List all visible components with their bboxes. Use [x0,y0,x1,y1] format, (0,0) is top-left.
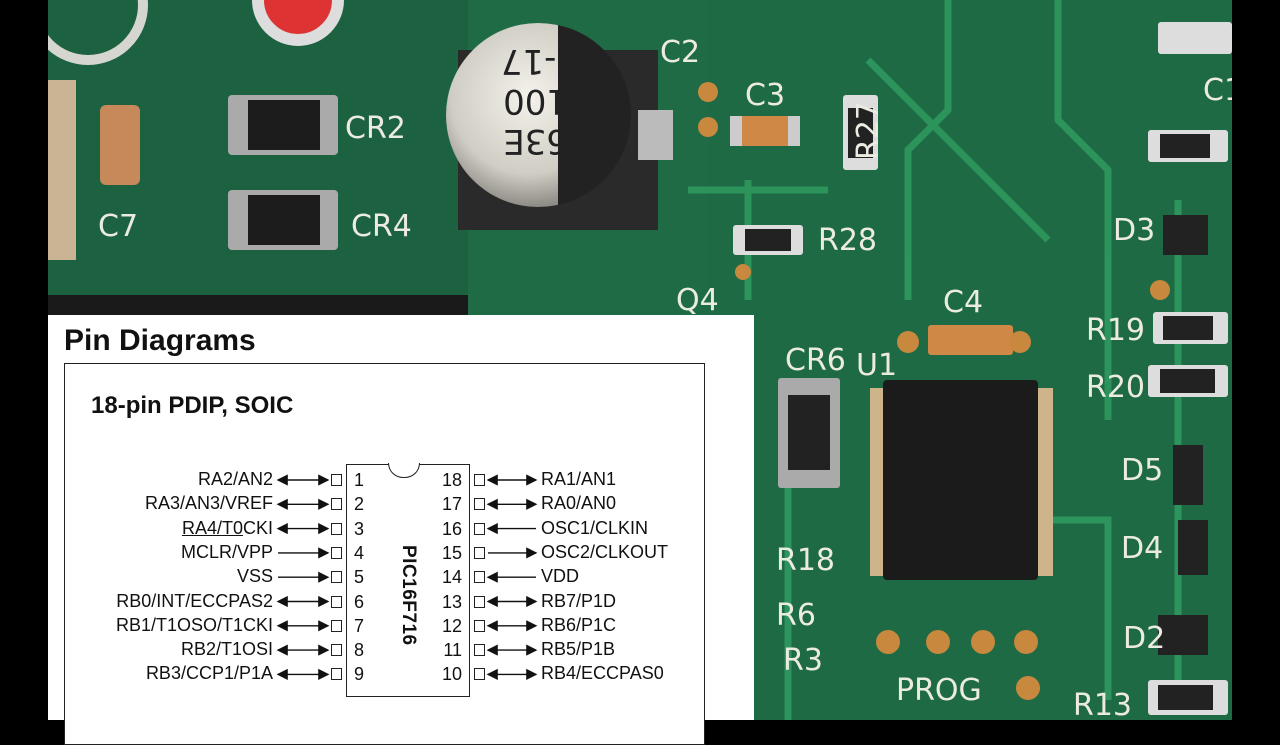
pin-label: RB5/P1B [541,639,616,660]
svg-text:Q4: Q4 [676,283,719,318]
svg-text:63E: 63E [503,121,568,161]
pin-pad [331,595,342,608]
red-led [252,0,344,46]
svg-text:D4: D4 [1121,531,1163,566]
pin1-notch [388,463,420,478]
pin-label: OSC1/CLKIN [541,517,649,538]
pin-pad [331,644,342,657]
svg-text:D2: D2 [1123,621,1165,656]
svg-text:100: 100 [503,81,568,121]
ic-package: PIC16F716 [346,463,470,697]
pin-number: 16 [441,518,462,539]
pin-pad [331,522,342,535]
pin-number: 4 [354,542,365,563]
pin-number: 15 [441,542,462,563]
page-title: Pin Diagrams [64,324,256,357]
pin-number: 13 [441,591,462,612]
pin-pad [474,546,485,559]
svg-text:C1: C1 [1203,73,1232,108]
pin-number: 14 [441,567,462,588]
pin-number: 5 [354,567,365,588]
datasheet-panel: Pin Diagrams 18-pin PDIP, SOIC PIC16F716… [48,315,754,745]
pin-number: 18 [441,470,462,490]
svg-text:CR4: CR4 [351,209,412,244]
package-subtitle: 18-pin PDIP, SOIC [91,392,294,419]
pin-label: RB3/CCP1/P1A [145,663,273,684]
svg-text:C4: C4 [943,285,983,320]
pin-number: 11 [443,640,462,661]
pin-label: RB7/P1D [541,590,617,611]
pin-pad [474,474,485,486]
pin-number: 3 [354,518,365,539]
pin-label: RB1/T1OSO/T1CKI [115,614,273,635]
pin-pad [474,644,485,657]
pin-label: RB4/ECCPAS0 [541,663,664,684]
pin-number: 2 [354,494,365,515]
pin-label: VDD [541,566,580,587]
pin-number: 6 [354,591,365,612]
pin-number: 10 [441,664,462,685]
pin-pad [331,546,342,559]
svg-text:R13: R13 [1073,688,1132,720]
svg-text:CR6: CR6 [785,343,846,378]
svg-text:D5: D5 [1121,453,1163,488]
pin-pad [474,571,485,584]
pin-label: RB6/P1C [541,614,617,635]
pin-number: 17 [441,494,462,515]
pin-label: VSS [236,566,273,587]
svg-text:C2: C2 [660,35,700,70]
svg-text:U1: U1 [856,348,897,383]
pin-number: 7 [354,615,365,636]
svg-text:D3: D3 [1113,213,1155,248]
pin-pad [331,474,342,486]
svg-text:C3: C3 [745,78,785,113]
pin-pad [331,668,342,681]
svg-text:R27: R27 [851,101,886,160]
svg-text:1-17: 1-17 [501,41,578,81]
svg-text:R20: R20 [1086,370,1145,405]
pin-label: RA2/AN2 [197,469,273,489]
pin-number: 8 [354,640,365,661]
pin-label: RA3/AN3/VREF [144,493,273,514]
pin-pad [331,571,342,584]
svg-text:CR2: CR2 [345,111,406,146]
pin-pad [331,498,342,511]
pin-pad [331,619,342,632]
pin-number: 12 [441,615,462,636]
svg-text:R3: R3 [783,643,823,678]
svg-text:R28: R28 [818,223,877,258]
svg-text:R19: R19 [1086,313,1145,348]
pin-label: RB0/INT/ECCPAS2 [116,590,273,611]
pin-diagram-frame: 18-pin PDIP, SOIC PIC16F716 1 RA2/AN2 2 RA3… [64,363,705,745]
pin-pad [474,522,485,535]
pin-label: MCLR/VPP [180,541,273,562]
pin-label: RA0/AN0 [541,493,617,514]
svg-text:PROG: PROG [896,673,982,708]
svg-text:R18: R18 [776,543,835,578]
chip-name: PIC16F716 [398,545,419,646]
pin-label: RA4/T0CKI [181,517,273,538]
svg-text:C7: C7 [98,209,138,244]
svg-text:R6: R6 [776,598,816,633]
pin-label: RB2/T1OSI [180,639,273,660]
pin-pad [474,668,485,681]
pin-arrows [276,474,538,680]
pin-pad [474,498,485,511]
pin-number: 9 [354,664,365,685]
pin-number: 1 [354,470,365,490]
pin-label: RA1/AN1 [541,469,617,489]
pin-pad [474,595,485,608]
pcb-photo: 63E 100 1-17 C2 C3 CR2 CR4 C7 R [48,0,1232,720]
pin-pad [474,619,485,632]
pin-label: OSC2/CLKOUT [541,541,669,562]
